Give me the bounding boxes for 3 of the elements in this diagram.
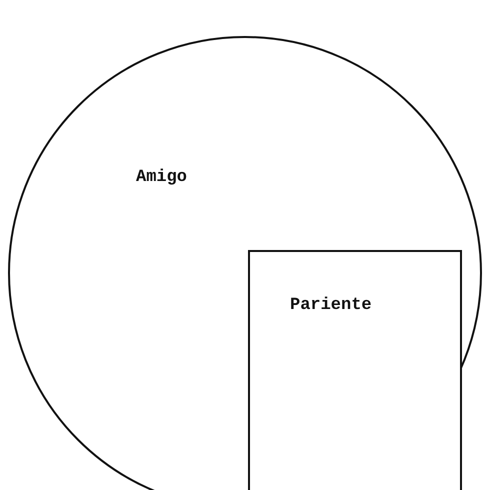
set-label: Amigo xyxy=(136,168,188,187)
set-box xyxy=(248,250,462,490)
set-label: Pariente xyxy=(290,296,372,315)
